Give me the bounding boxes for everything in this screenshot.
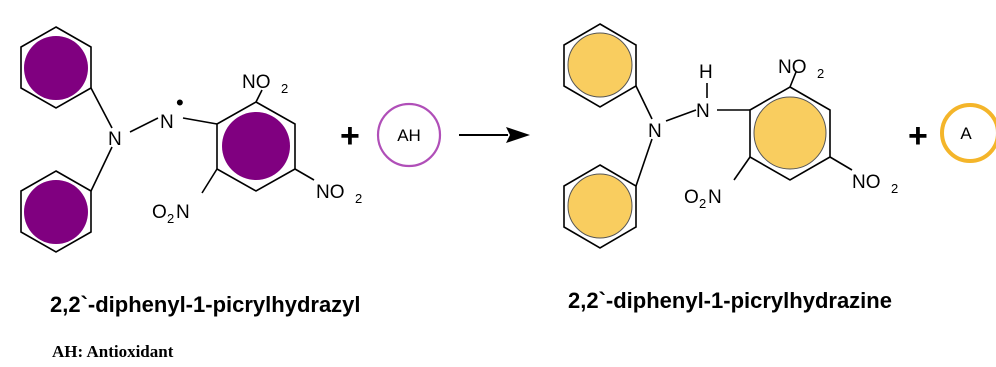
- antioxidant-circle: [376, 102, 442, 168]
- nitro-group-top: NO 2: [778, 57, 824, 81]
- svg-text:2: 2: [355, 191, 362, 206]
- aromatic-circle-radical: [24, 180, 88, 244]
- svg-text:NO: NO: [316, 182, 345, 203]
- nitro-group-right: NO 2: [316, 182, 362, 206]
- svg-text:NO: NO: [242, 72, 271, 93]
- oxidized-antioxidant: A: [940, 103, 996, 163]
- plus-sign: +: [340, 117, 360, 155]
- aromatic-circle-reduced: [753, 96, 827, 170]
- svg-text:2: 2: [817, 66, 824, 81]
- legend-text: AH: Antioxidant: [52, 342, 174, 361]
- svg-text:O: O: [152, 202, 167, 223]
- atom-nitrogen: N: [108, 129, 122, 150]
- reactant-bonds: [90, 87, 315, 194]
- antioxidant-label: AH: [397, 126, 421, 145]
- antioxidant-reagent: AH: [376, 102, 442, 168]
- aromatic-circle-reduced: [567, 32, 633, 98]
- svg-text:2: 2: [891, 181, 898, 196]
- aromatic-circle-reduced: [567, 173, 633, 239]
- benzene-ring: [563, 23, 637, 108]
- svg-text:N: N: [176, 202, 190, 223]
- reactant-picryl-ring: [216, 101, 296, 192]
- plus-sign: +: [908, 117, 928, 155]
- nitro-group-left: O 2 N: [152, 202, 190, 226]
- product-bonds: [635, 71, 853, 187]
- svg-text:O: O: [684, 187, 699, 208]
- nitro-group-top: NO 2: [242, 72, 288, 96]
- product-caption: 2,2`-diphenyl-1-picrylhydrazine: [568, 288, 892, 313]
- atom-nitrogen: N: [696, 101, 710, 122]
- reactant-caption: 2,2`-diphenyl-1-picrylhydrazyl: [50, 292, 361, 317]
- product-phenyl-top: [563, 23, 637, 108]
- radical-dot: •: [176, 90, 184, 115]
- benzene-ring: [20, 26, 92, 109]
- reactant-phenyl-bottom: [20, 170, 92, 253]
- atom-nitrogen: N: [160, 112, 174, 133]
- oxidized-antioxidant-label: A: [960, 124, 972, 143]
- product-phenyl-bottom: [563, 164, 637, 249]
- svg-text:2: 2: [699, 196, 706, 211]
- product-molecule: N N H NO 2 NO 2 O 2 N: [563, 23, 898, 249]
- aromatic-circle-radical: [222, 112, 290, 180]
- atom-nitrogen: N: [648, 121, 662, 142]
- nitro-group-right: NO 2: [852, 172, 898, 196]
- svg-text:NO: NO: [852, 172, 881, 193]
- oxidized-antioxidant-circle: [940, 103, 996, 163]
- product-picryl-ring: [749, 86, 831, 181]
- nitro-group-left: O 2 N: [684, 187, 722, 211]
- svg-text:NO: NO: [778, 57, 807, 78]
- reactant-molecule: N N • NO 2 NO 2 O 2 N: [20, 26, 362, 253]
- svg-text:2: 2: [167, 211, 174, 226]
- aromatic-circle-radical: [24, 36, 88, 100]
- atom-hydrogen: H: [699, 62, 713, 83]
- reactant-phenyl-top: [20, 26, 92, 109]
- svg-text:2: 2: [281, 81, 288, 96]
- reaction-arrow: [459, 127, 530, 143]
- svg-text:N: N: [708, 187, 722, 208]
